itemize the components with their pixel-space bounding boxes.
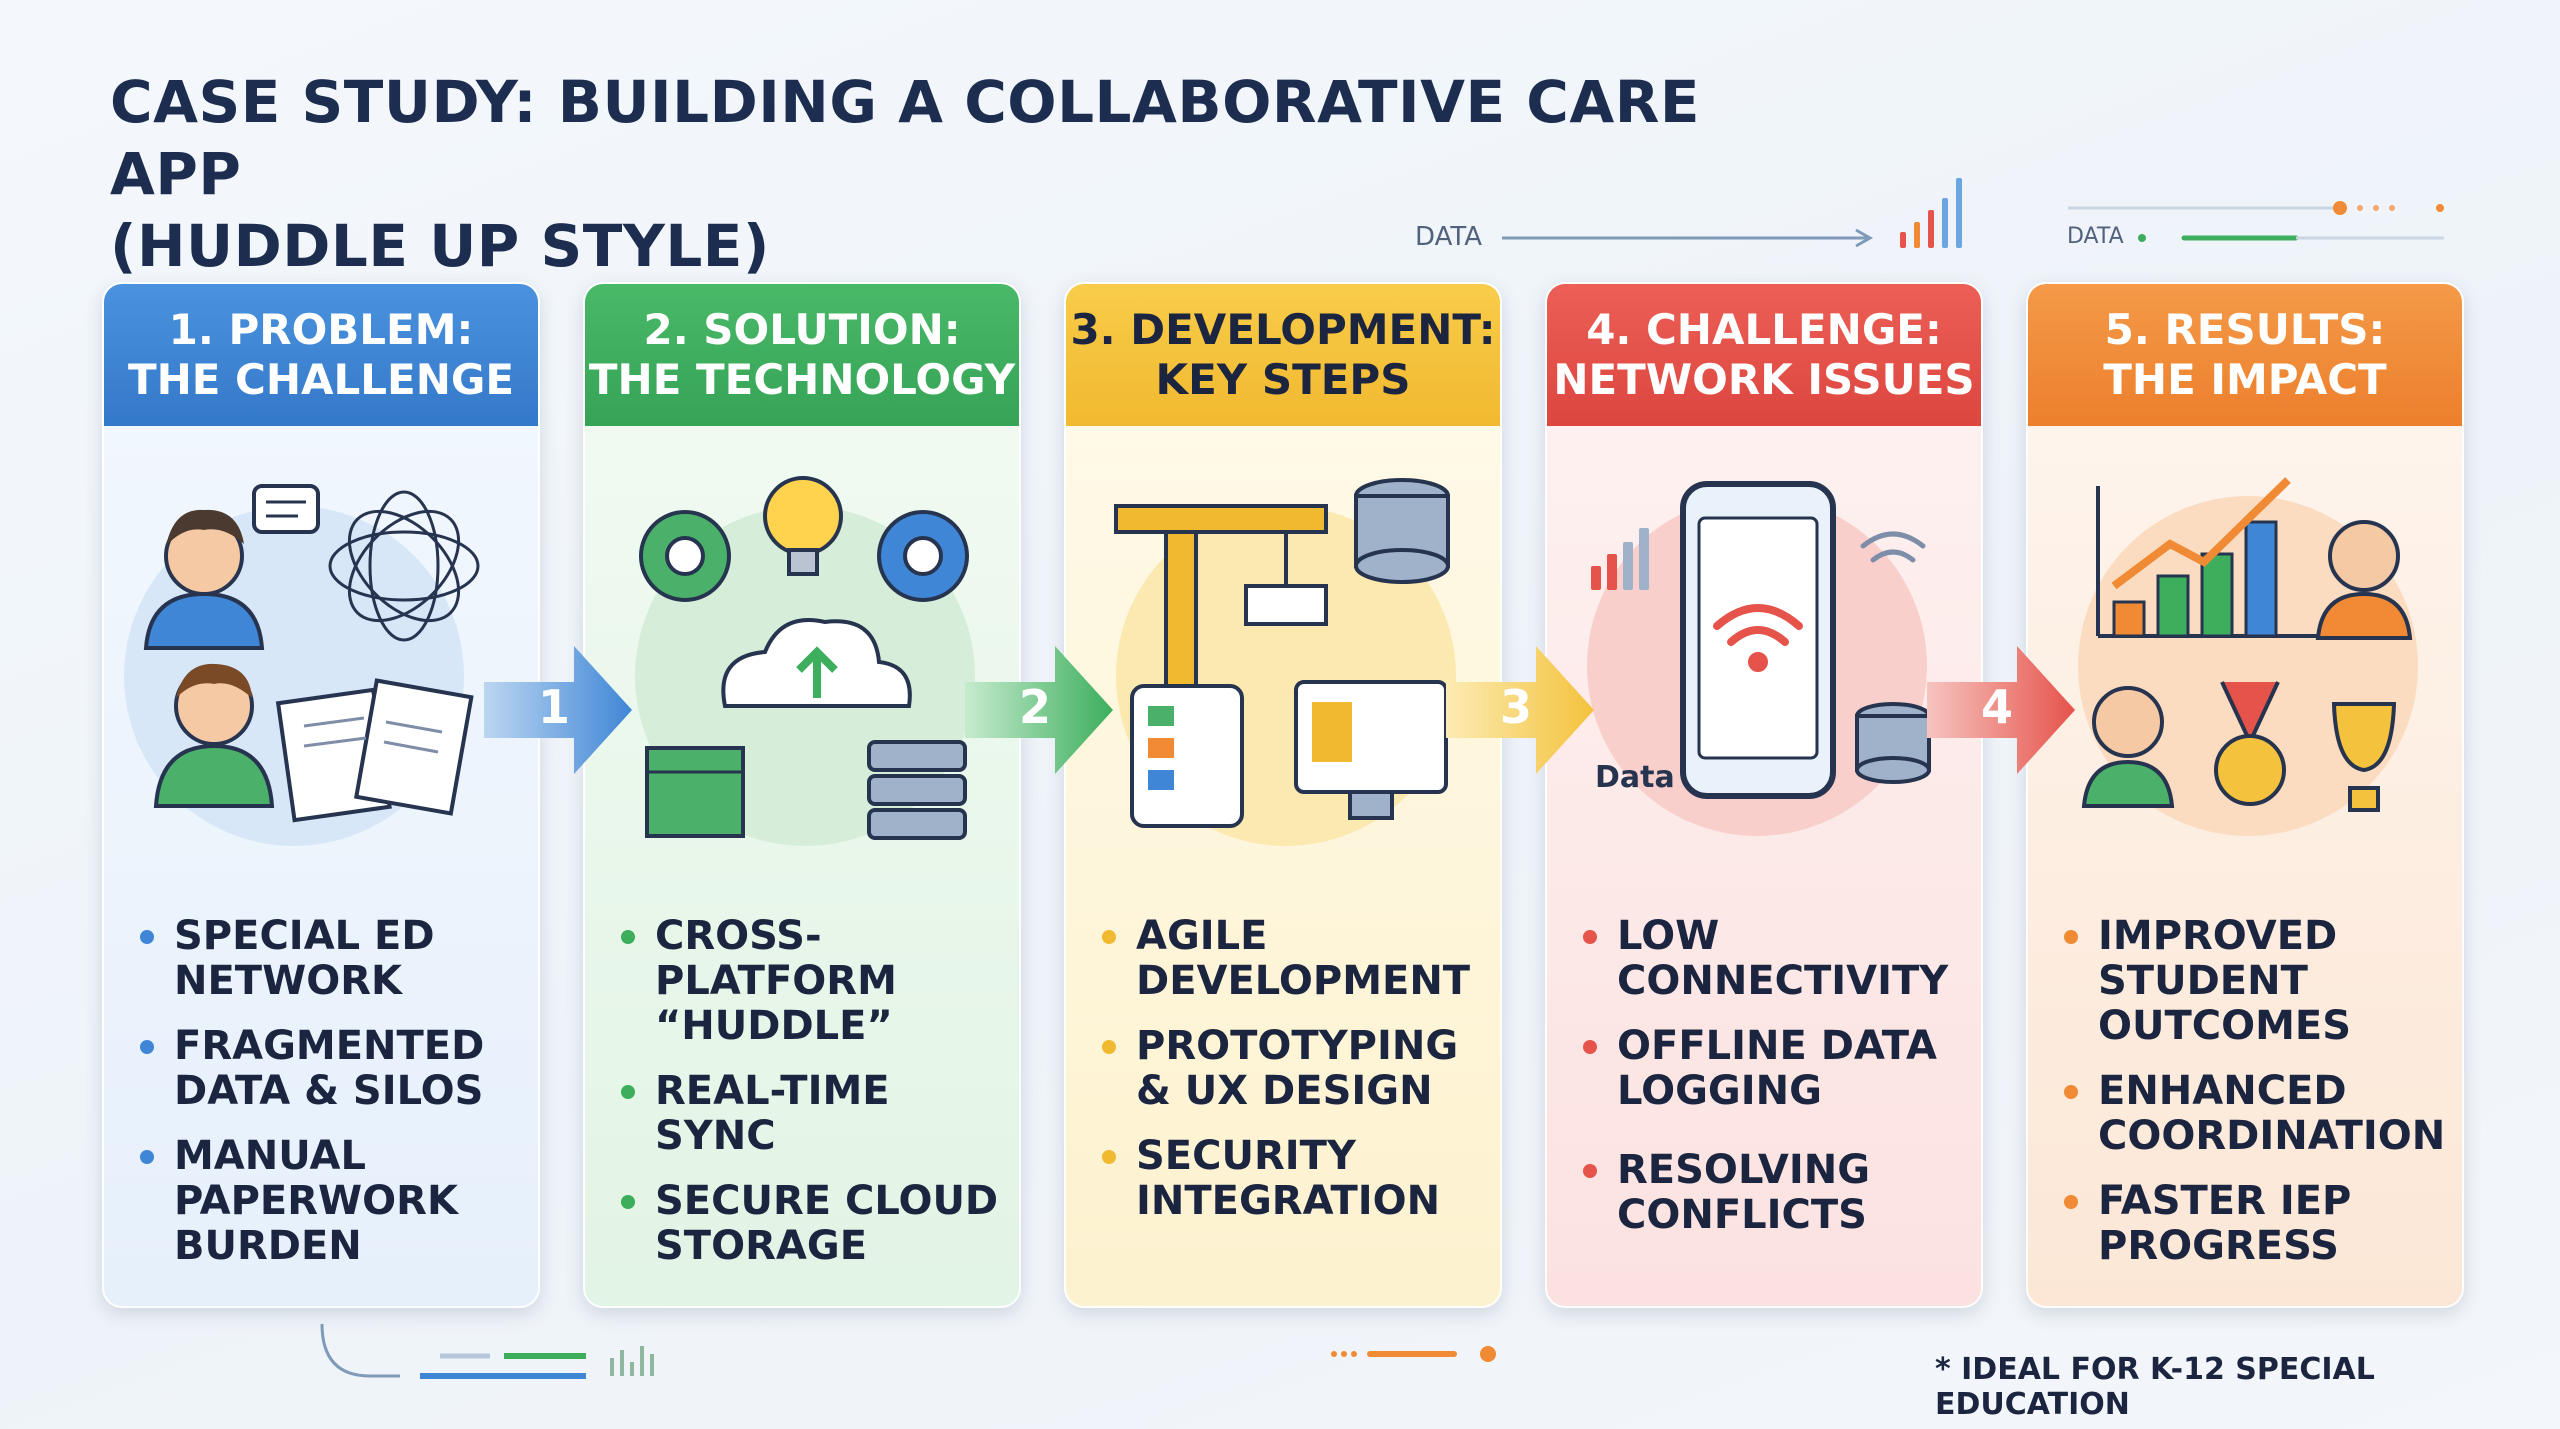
panel-results-title-2: THE IMPACT xyxy=(2103,355,2387,404)
solution-bullet-list: CROSS-PLATFORM “HUDDLE” REAL-TIME SYNC S… xyxy=(621,914,1001,1289)
happy-person-icon xyxy=(2315,520,2413,640)
connector-arrow-2: 2 xyxy=(965,640,1115,780)
box-icon xyxy=(645,746,745,838)
decor-bottom-center-dots xyxy=(1331,1346,1496,1362)
arrow-number: 4 xyxy=(1980,680,2013,734)
development-bullet: AGILE DEVELOPMENT xyxy=(1102,914,1482,1004)
happy-person-icon xyxy=(2081,686,2175,808)
panel-development-header: 3. DEVELOPMENT: KEY STEPS xyxy=(1066,284,1500,426)
solution-bullet: SECURE CLOUD STORAGE xyxy=(621,1179,1001,1269)
panel-solution: 2. SOLUTION: THE TECHNOLOGY xyxy=(583,282,1021,1308)
solution-bullet: REAL-TIME SYNC xyxy=(621,1069,1001,1159)
tablet-icon xyxy=(1130,684,1244,828)
panel-problem-header: 1. PROBLEM: THE CHALLENGE xyxy=(104,284,538,426)
panel-challenge-header: 4. CHALLENGE: NETWORK ISSUES xyxy=(1547,284,1981,426)
medal-icon xyxy=(2214,681,2286,806)
panel-development: 3. DEVELOPMENT: KEY STEPS xyxy=(1064,282,1502,1308)
challenge-bullet: OFFLINE DATA LOGGING xyxy=(1583,1024,1963,1114)
frustrated-person-icon xyxy=(143,509,265,650)
panel-solution-header: 2. SOLUTION: THE TECHNOLOGY xyxy=(585,284,1019,426)
database-icon xyxy=(1354,478,1450,584)
smartphone-icon xyxy=(1680,481,1836,799)
solution-bullet: CROSS-PLATFORM “HUDDLE” xyxy=(621,914,1001,1049)
signal-bars-icon xyxy=(1591,528,1649,590)
arrow-number: 3 xyxy=(1499,680,1532,734)
arrow-right-icon xyxy=(1446,646,1594,774)
panel-development-title-1: 3. DEVELOPMENT: xyxy=(1070,305,1496,354)
challenge-bullet-list: LOW CONNECTIVITY OFFLINE DATA LOGGING RE… xyxy=(1583,914,1963,1258)
gear-icon xyxy=(639,510,731,602)
decor-data-label: DATA xyxy=(1415,222,1482,252)
problem-bullet-list: SPECIAL ED NETWORK FRAGMENTED DATA & SIL… xyxy=(140,914,520,1289)
panel-challenge-body: Data LOW CONNECTIVITY OFFLINE DATA LOGGI… xyxy=(1547,426,1981,1306)
development-illustration xyxy=(1114,478,1456,846)
panel-development-title-2: KEY STEPS xyxy=(1155,355,1411,404)
cloud-upload-icon xyxy=(721,618,912,708)
decor-data-arrow xyxy=(1502,178,1962,248)
page-title: CASE STUDY: BUILDING A COLLABORATIVE CAR… xyxy=(110,66,1810,282)
panel-results: 5. RESULTS: THE IMPACT xyxy=(2026,282,2464,1308)
solution-illustration xyxy=(635,476,975,846)
decor-bottom-left-lines xyxy=(320,1323,654,1379)
results-illustration xyxy=(2078,477,2418,836)
arrow-right-icon xyxy=(1927,646,2075,774)
angry-person-icon xyxy=(153,663,275,808)
problem-bullet: FRAGMENTED DATA & SILOS xyxy=(140,1024,520,1114)
results-bullet: ENHANCED COORDINATION xyxy=(2064,1069,2445,1159)
panel-results-header: 5. RESULTS: THE IMPACT xyxy=(2028,284,2462,426)
connector-arrow-1: 1 xyxy=(484,640,634,780)
arrow-number: 1 xyxy=(537,680,570,734)
panel-problem-title-2: THE CHALLENGE xyxy=(127,355,515,404)
torn-papers-icon xyxy=(275,678,474,823)
problem-bullet: SPECIAL ED NETWORK xyxy=(140,914,520,1004)
panel-problem-title-1: 1. PROBLEM: xyxy=(168,305,474,354)
arrow-number: 2 xyxy=(1018,680,1051,734)
panel-problem: 1. PROBLEM: THE CHALLENGE xyxy=(102,282,540,1308)
results-bullet: IMPROVED STUDENT OUTCOMES xyxy=(2064,914,2444,1049)
challenge-bullet: LOW CONNECTIVITY xyxy=(1583,914,1963,1004)
growth-chart-icon xyxy=(2096,477,2318,638)
wifi-icon xyxy=(1713,604,1803,672)
development-bullet: SECURITY INTEGRATION xyxy=(1102,1134,1482,1224)
results-bullet-list: IMPROVED STUDENT OUTCOMES ENHANCED COORD… xyxy=(2064,914,2445,1289)
trophy-icon xyxy=(2331,702,2397,812)
monitor-icon xyxy=(1294,680,1448,820)
panel-challenge: 4. CHALLENGE: NETWORK ISSUES xyxy=(1545,282,1983,1308)
connector-arrow-4: 4 xyxy=(1927,640,2077,780)
wifi-icon xyxy=(1860,531,1926,563)
footnote: * IDEAL FOR K-12 SPECIAL EDUCATION xyxy=(1935,1352,2375,1422)
arrow-right-icon xyxy=(965,646,1113,774)
panel-development-body: AGILE DEVELOPMENT PROTOTYPING & UX DESIG… xyxy=(1066,426,1500,1306)
challenge-data-label: Data xyxy=(1595,760,1675,795)
challenge-illustration xyxy=(1587,481,1931,836)
decor-data-label-right: DATA xyxy=(2067,224,2124,249)
panel-results-body: IMPROVED STUDENT OUTCOMES ENHANCED COORD… xyxy=(2028,426,2462,1306)
problem-illustration xyxy=(124,484,480,846)
panel-problem-body: SPECIAL ED NETWORK FRAGMENTED DATA & SIL… xyxy=(104,426,538,1306)
panel-solution-body: CROSS-PLATFORM “HUDDLE” REAL-TIME SYNC S… xyxy=(585,426,1019,1306)
panel-challenge-title-2: NETWORK ISSUES xyxy=(1553,355,1975,404)
title-line-2: (HUDDLE UP STYLE) xyxy=(110,212,770,280)
lightbulb-icon xyxy=(763,476,843,576)
panel-solution-title-1: 2. SOLUTION: xyxy=(643,305,961,354)
server-icon xyxy=(867,740,967,840)
database-icon xyxy=(1855,702,1931,784)
panel-challenge-title-1: 4. CHALLENGE: xyxy=(1586,305,1942,354)
development-bullet: PROTOTYPING & UX DESIGN xyxy=(1102,1024,1482,1114)
results-bullet: FASTER IEP PROGRESS xyxy=(2064,1179,2444,1269)
panel-results-title-1: 5. RESULTS: xyxy=(2104,305,2386,354)
connector-arrow-3: 3 xyxy=(1446,640,1596,780)
arrow-right-icon xyxy=(484,646,632,774)
gear-icon xyxy=(877,510,969,602)
speech-bubble-icon xyxy=(252,484,320,534)
tangled-network-icon xyxy=(328,490,480,642)
panel-solution-title-2: THE TECHNOLOGY xyxy=(588,355,1016,404)
title-line-1: CASE STUDY: BUILDING A COLLABORATIVE CAR… xyxy=(110,68,1701,208)
decor-progress-lines xyxy=(2068,201,2444,242)
development-bullet-list: AGILE DEVELOPMENT PROTOTYPING & UX DESIG… xyxy=(1102,914,1482,1244)
problem-bullet: MANUAL PAPERWORK BURDEN xyxy=(140,1134,520,1269)
challenge-bullet: RESOLVING CONFLICTS xyxy=(1583,1148,1963,1238)
